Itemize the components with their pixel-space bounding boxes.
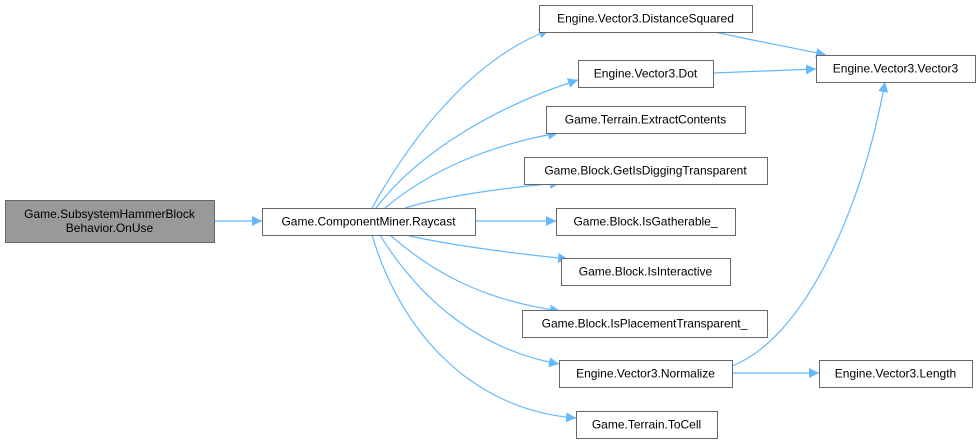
edge-raycast-to-dot (375, 78, 579, 209)
edge-raycast-to-distsq (371, 28, 550, 209)
edge-raycast-to-extract (384, 129, 559, 209)
node-placetrans[interactable]: Game.Block.IsPlacementTransparent_ (522, 310, 768, 338)
node-label: Game.Block.IsGatherable_ (573, 215, 717, 229)
node-distsq[interactable]: Engine.Vector3.DistanceSquared (539, 5, 753, 33)
edge-raycast-to-placetrans (389, 234, 561, 315)
node-length[interactable]: Engine.Vector3.Length (819, 360, 973, 388)
node-label: Game.ComponentMiner.Raycast (281, 215, 456, 229)
node-digtrans[interactable]: Game.Block.GetIsDiggingTransparent (524, 157, 768, 185)
node-box[interactable] (561, 258, 731, 286)
node-label: Engine.Vector3.Normalize (576, 367, 715, 381)
node-box[interactable] (576, 411, 718, 439)
node-box[interactable] (539, 5, 753, 33)
node-normalize[interactable]: Engine.Vector3.Normalize (559, 360, 733, 388)
node-box[interactable] (524, 157, 768, 185)
node-box[interactable] (578, 60, 714, 88)
edge-raycast-to-normalize (379, 234, 560, 368)
node-label: Behavior.OnUse (66, 221, 154, 235)
node-label: Engine.Vector3.Length (835, 367, 956, 381)
node-gather[interactable]: Game.Block.IsGatherable_ (556, 208, 736, 236)
node-box[interactable] (546, 106, 746, 134)
node-label: Game.Terrain.ExtractContents (565, 113, 726, 127)
node-box[interactable] (816, 55, 976, 83)
node-vec3[interactable]: Engine.Vector3.Vector3 (816, 55, 976, 83)
edge-dot-to-vec3 (712, 64, 817, 75)
node-label: Game.Terrain.ToCell (592, 418, 701, 432)
node-label: Engine.Vector3.Dot (594, 67, 698, 81)
node-box[interactable] (559, 360, 733, 388)
edge-distsq-to-vec3 (714, 31, 827, 58)
node-label: Game.Block.IsPlacementTransparent_ (542, 317, 748, 331)
node-box[interactable] (819, 360, 973, 388)
edge-normalize-to-vec3 (731, 81, 889, 367)
node-box[interactable] (556, 208, 736, 236)
node-label: Game.SubsystemHammerBlock (24, 207, 196, 221)
node-extract[interactable]: Game.Terrain.ExtractContents (546, 106, 746, 134)
node-tocell[interactable]: Game.Terrain.ToCell (576, 411, 718, 439)
edges-layer (214, 28, 889, 423)
node-box[interactable] (5, 200, 215, 243)
node-box[interactable] (262, 208, 476, 236)
node-label: Engine.Vector3.Vector3 (833, 62, 959, 76)
node-box[interactable] (522, 310, 768, 338)
node-raycast[interactable]: Game.ComponentMiner.Raycast (262, 208, 476, 236)
node-label: Game.Block.GetIsDiggingTransparent (544, 164, 747, 178)
node-interactive[interactable]: Game.Block.IsInteractive (561, 258, 731, 286)
node-label: Game.Block.IsInteractive (579, 265, 713, 279)
edge-raycast-to-interactive (404, 234, 569, 263)
node-label: Engine.Vector3.DistanceSquared (557, 12, 734, 26)
edge-raycast-to-digtrans (404, 178, 561, 209)
node-dot[interactable]: Engine.Vector3.Dot (578, 60, 714, 88)
edge-raycast-to-tocell (371, 234, 577, 423)
